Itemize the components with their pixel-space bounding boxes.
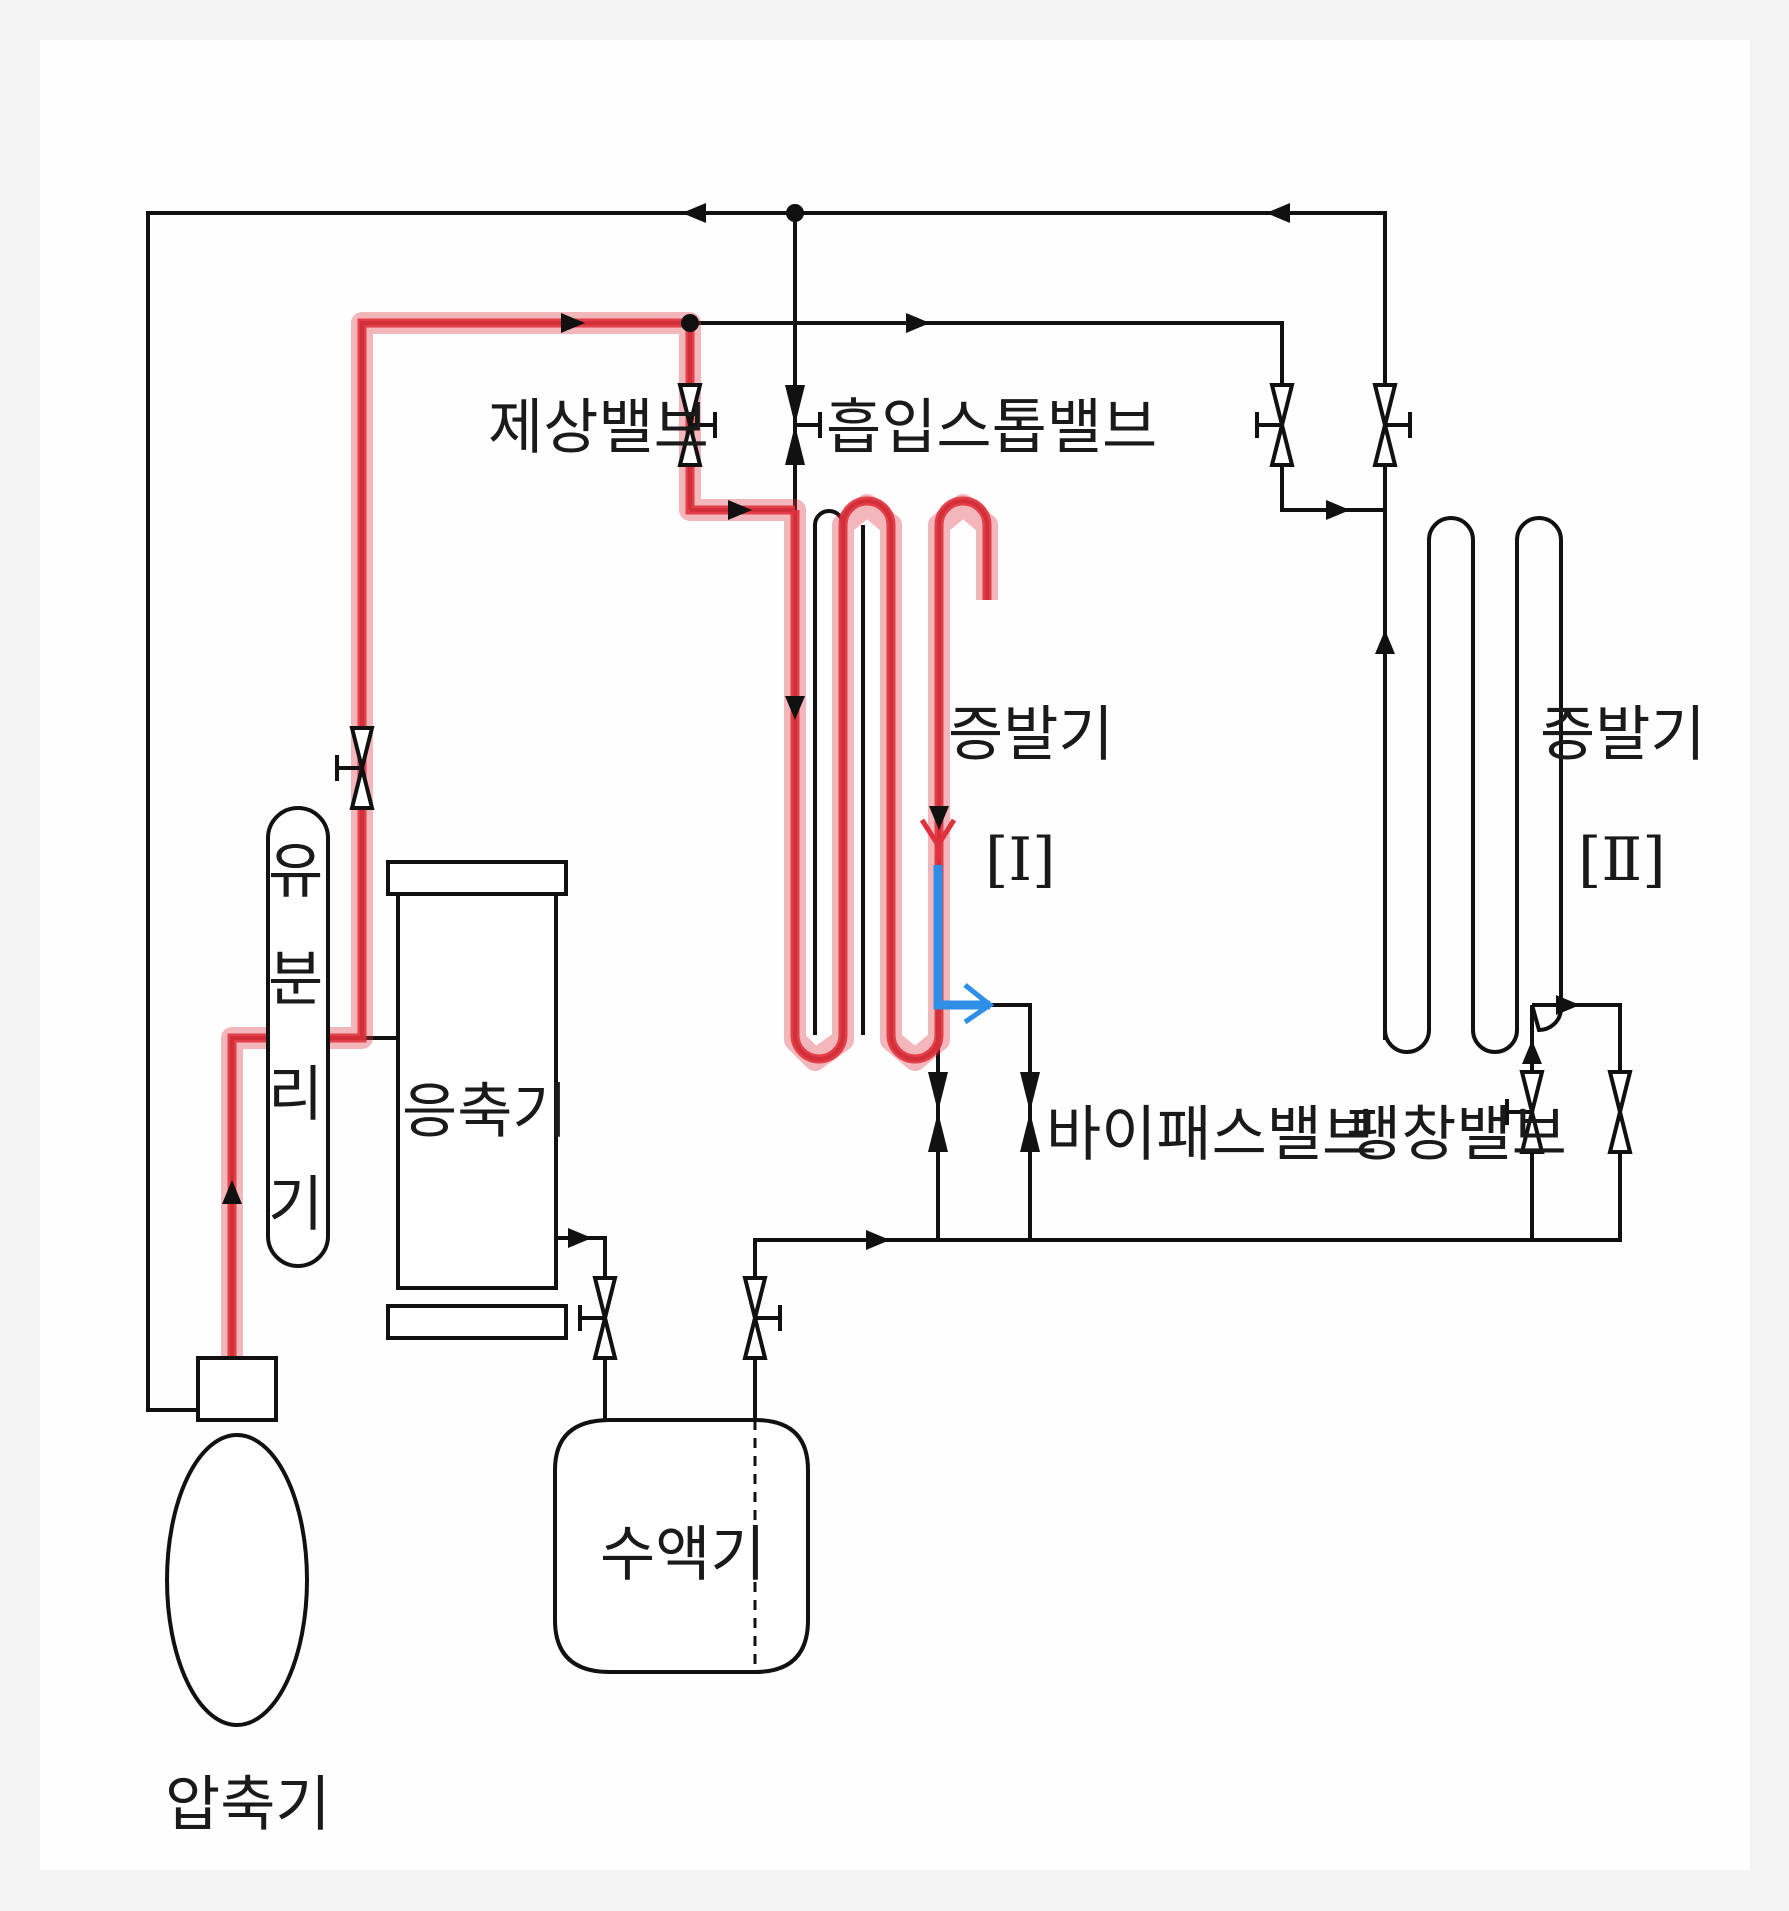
oil-separator-label-3: 리 xyxy=(268,1060,323,1130)
receiver-label: 수액기 xyxy=(600,1520,766,1590)
condenser-label: 응축기 xyxy=(402,1077,568,1147)
hot-gas-defrost-path xyxy=(221,312,998,1360)
evaporator-2-coil xyxy=(1383,516,1563,1054)
expansion-valve-symbol-2 xyxy=(1607,1070,1633,1154)
evaporator-1-label: 증발기 xyxy=(948,700,1114,770)
labels: 제상밸브 흡입스톱밸브 증발기 [Ⅰ] 증발기 [Ⅱ] 유 분 리 기 응축기 … xyxy=(165,393,1706,1840)
valves xyxy=(335,383,1633,1360)
evaporator-2-label: 증발기 xyxy=(1540,700,1706,770)
compressor-label: 압축기 xyxy=(165,1770,331,1840)
condenser-outlet-valve xyxy=(578,1276,618,1360)
evaporator-2-index: [Ⅱ] xyxy=(1578,825,1666,895)
bypass-valve-symbol-right xyxy=(1020,1072,1040,1152)
oil-separator-label-2: 분 xyxy=(268,945,323,1015)
defrost-valve-symbol xyxy=(677,383,717,467)
oil-separator xyxy=(266,806,330,1268)
receiver xyxy=(553,1418,810,1674)
compressor xyxy=(165,1356,309,1727)
oil-separator-label-1: 유 xyxy=(268,837,323,907)
expansion-valve-label: 팽창밸브 xyxy=(1346,1100,1567,1170)
expansion-valve-symbol xyxy=(1505,1070,1545,1154)
receiver-outlet-valve xyxy=(742,1276,782,1360)
junction-dot xyxy=(786,204,804,222)
defrost-valve-label: 제상밸브 xyxy=(488,393,709,463)
evaporator-2-valve-a xyxy=(1255,383,1295,467)
condenser xyxy=(386,860,568,1340)
suction-stop-valve-symbol xyxy=(785,385,822,465)
bypass-valve-label: 바이패스밸브 xyxy=(1046,1100,1377,1170)
hot-gas-line-valve xyxy=(335,726,375,810)
bypass-valve-symbol-left xyxy=(928,1072,948,1152)
evaporator-2-valve-b xyxy=(1372,383,1412,467)
suction-stop-valve-label: 흡입스톱밸브 xyxy=(826,393,1157,463)
junction-dot xyxy=(681,314,699,332)
bypass-path-highlight xyxy=(933,865,990,1010)
oil-separator-label-4: 기 xyxy=(268,1170,323,1240)
flow-arrows xyxy=(222,203,1580,1250)
evaporator-1-index: [Ⅰ] xyxy=(985,825,1056,895)
